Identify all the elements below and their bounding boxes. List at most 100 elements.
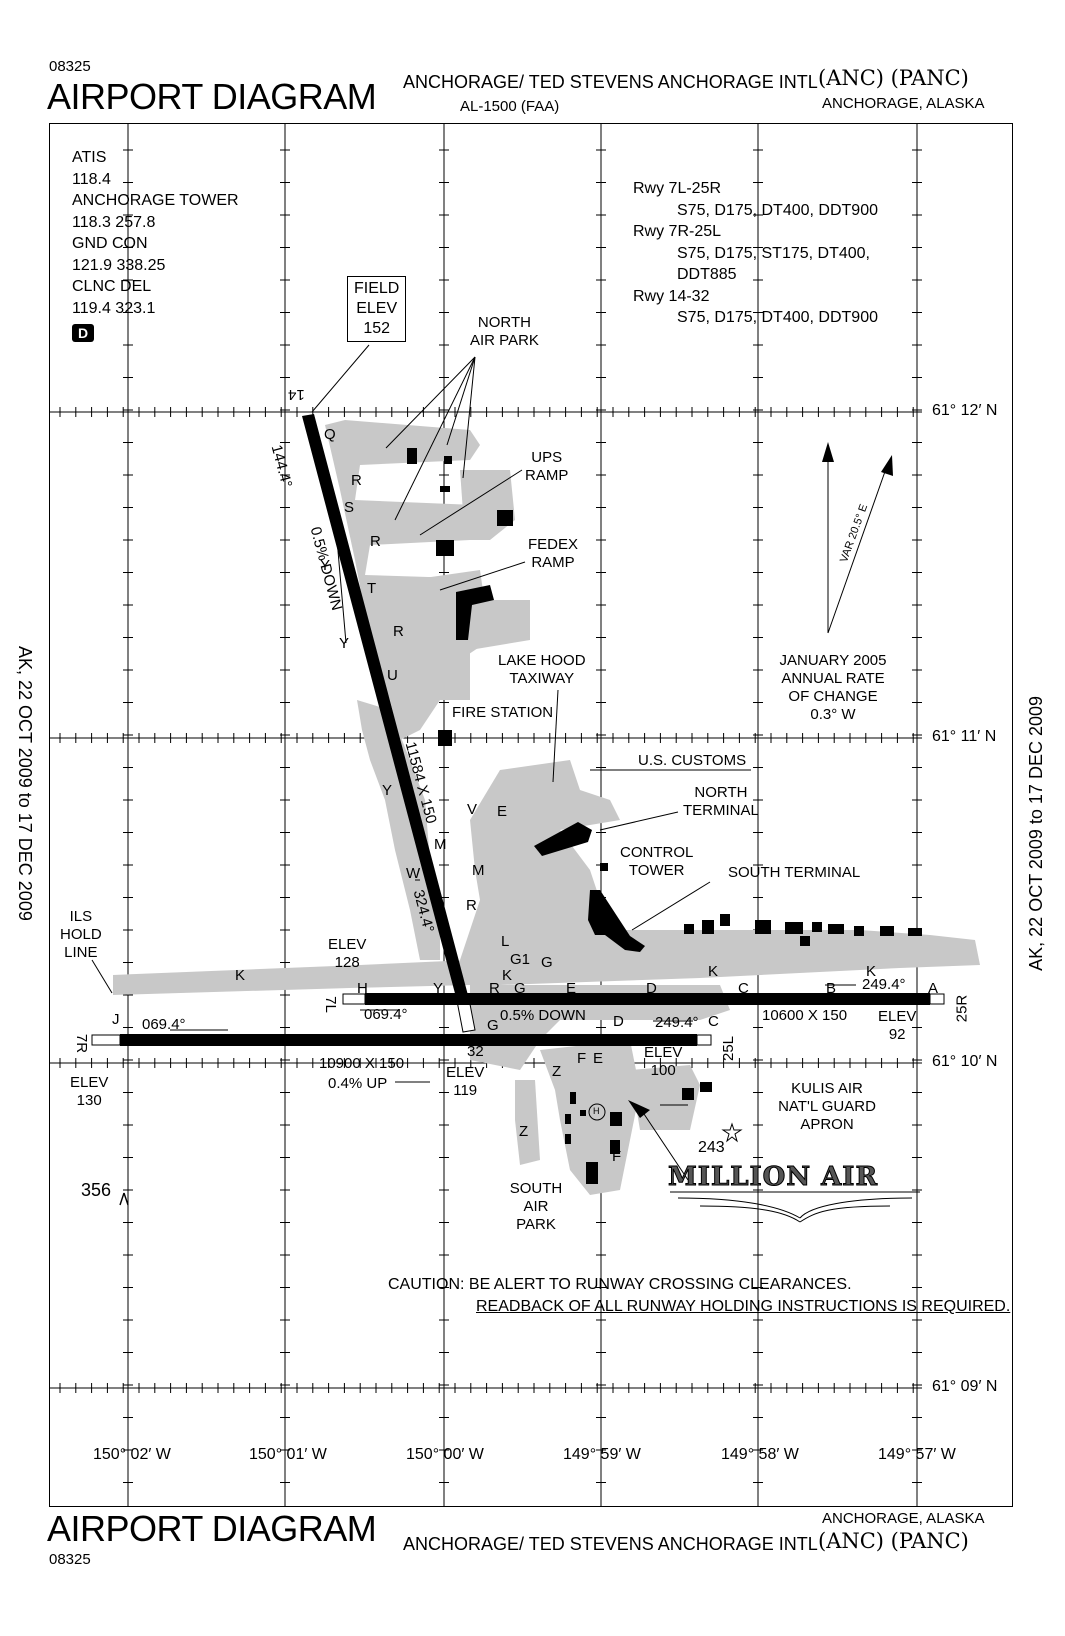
fire-station-label: FIRE STATION — [452, 704, 554, 721]
obstacle-243-symbol — [721, 1122, 743, 1143]
runway-7l-25r — [365, 993, 930, 1005]
fedex-ramp-l1: FEDEX — [528, 536, 579, 553]
arrowheads — [628, 442, 893, 1118]
taxiway-z: Z — [552, 1063, 562, 1080]
lat-61-11: 61° 11′ N — [932, 728, 997, 745]
kulis-l3: APRON — [800, 1116, 854, 1133]
taxiway-y: Y — [433, 980, 444, 997]
north-terminal-l1: NORTH — [694, 784, 748, 801]
runway-14-32 — [302, 414, 469, 1001]
rwy-7l-label: 7L — [321, 996, 339, 1013]
elev-130-l2: 130 — [76, 1092, 102, 1109]
taxiway-d: D — [613, 1013, 624, 1030]
ups-ramp-l1: UPS — [531, 449, 563, 466]
obstacle-356-label: 356 — [81, 1180, 112, 1200]
taxiway-l: L — [501, 933, 510, 950]
airport-ids-top: (ANC) (PANC) — [818, 66, 969, 90]
rwy-7r-label: 7R — [73, 1033, 91, 1054]
elev-92-l2: 92 — [888, 1026, 906, 1043]
heliport-h-icon: H — [593, 1106, 600, 1116]
taxiway-r: R — [351, 472, 362, 489]
ils-hold-l3: LINE — [64, 944, 98, 961]
north-terminal-l2: TERMINAL — [683, 802, 759, 819]
taxiway-r: R — [466, 897, 477, 914]
runway-7l-overrun — [342, 993, 366, 1005]
taxiway-e: E — [593, 1050, 604, 1067]
rwy1-vals: S75, D175, DT400, DDT900 — [677, 201, 878, 219]
elev-128-label: ELEV 128 — [328, 936, 366, 972]
taxiway-r: R — [393, 623, 404, 640]
runway-25r-overrun — [929, 993, 945, 1005]
buildings — [407, 448, 922, 1184]
taxiway-g1: G1 — [510, 951, 531, 968]
rwy-7r-heading: 069.4° — [142, 1016, 186, 1033]
taxiway-g: G — [541, 954, 553, 971]
taxiway-y: Y — [382, 782, 393, 799]
taxiway-f: F — [612, 1148, 622, 1165]
d-atis-badge-icon: D — [72, 324, 94, 342]
heliport-symbol — [588, 1103, 606, 1121]
lon-149-57: 149° 57′ W — [878, 1446, 956, 1463]
annual-rate-l1: JANUARY 2005 — [779, 652, 887, 669]
elev-119-label: ELEV 119 — [446, 1064, 484, 1100]
field-elev-l2: ELEV — [356, 300, 398, 317]
airport-ids-bottom: (ANC) (PANC) — [818, 1529, 969, 1553]
south-air-park-label: SOUTH AIR PARK — [508, 1180, 564, 1234]
apron-areas — [113, 420, 980, 1195]
ils-hold-line-label: ILS HOLD LINE — [60, 908, 102, 962]
rwy-7r-slope: 0.4% UP — [328, 1075, 388, 1092]
field-elev-value: 152 — [363, 320, 391, 337]
elev-119-l1: ELEV — [446, 1064, 485, 1081]
field-elev-l1: FIELD — [354, 280, 400, 297]
ils-hold-l2: HOLD — [60, 926, 102, 943]
gnd-freq: 121.9 338.25 — [72, 256, 166, 274]
lon-150-02: 150° 02′ W — [93, 1446, 171, 1463]
south-air-park-l1: SOUTH — [509, 1180, 563, 1197]
fedex-ramp-label: FEDEX RAMP — [528, 536, 578, 572]
taxiway-u: U — [387, 667, 398, 684]
elev-119-l2: 119 — [453, 1082, 478, 1099]
taxiway-m: M — [434, 836, 447, 853]
chart-code-bottom: 08325 — [49, 1551, 91, 1568]
taxiway-s: S — [344, 499, 355, 516]
taxiway-k: K — [708, 963, 719, 980]
page-title-bottom: AIRPORT DIAGRAM — [47, 1508, 377, 1549]
taxiway-c: C — [708, 1013, 719, 1030]
control-tower-l2: TOWER — [628, 862, 685, 879]
taxiway-k: K — [235, 967, 246, 984]
taxiway-e: E — [566, 980, 577, 997]
taxiway-r: R — [489, 980, 500, 997]
taxiway-q: Q — [324, 426, 336, 443]
city-top: ANCHORAGE, ALASKA — [822, 95, 985, 112]
elev-100-l2: 100 — [650, 1062, 676, 1079]
north-air-park-l1: NORTH — [477, 314, 531, 331]
tower-label: ANCHORAGE TOWER — [72, 192, 239, 209]
fedex-ramp-l2: RAMP — [531, 554, 575, 571]
rwy-25r-heading: 249.4° — [862, 976, 906, 993]
comms-block: ATIS 118.4 ANCHORAGE TOWER 118.3 257.8 G… — [72, 147, 239, 345]
rwy-32-label: 32 — [467, 1043, 484, 1060]
chart-code-top: 08325 — [49, 58, 91, 75]
caution-line-2: READBACK OF ALL RUNWAY HOLDING INSTRUCTI… — [476, 1298, 1011, 1315]
rwy2-vals: S75, D175, ST175, DT400, — [677, 244, 870, 262]
rwy-7l-25r-dimensions: 10600 X 150 — [762, 1007, 848, 1024]
rwy-25l-label: 25L — [720, 1035, 738, 1062]
elev-100-label: ELEV 100 — [644, 1044, 682, 1080]
control-tower-l1: CONTROL — [620, 844, 694, 861]
atis-freq: 118.4 — [72, 170, 111, 188]
date-strip-left: AK, 22 OCT 2009 to 17 DEC 2009 — [15, 646, 35, 921]
elev-92-l1: ELEV — [878, 1008, 917, 1025]
taxiway-d: D — [646, 980, 657, 997]
south-terminal-label: SOUTH TERMINAL — [728, 864, 861, 881]
elev-92-label: ELEV 92 — [878, 1008, 916, 1044]
control-tower-label: CONTROL TOWER — [620, 844, 693, 880]
kulis-apron-label: KULIS AIR NAT'L GUARD APRON — [772, 1080, 882, 1134]
lat-61-09: 61° 09′ N — [932, 1378, 998, 1395]
gnd-label: GND CON — [72, 235, 148, 252]
rwy-7l-heading: 069.4° — [364, 1006, 408, 1023]
annual-rate-l2: ANNUAL RATE — [781, 670, 885, 687]
faa-ref: AL-1500 (FAA) — [460, 98, 560, 115]
rwy-7l-slope: 0.5% DOWN — [500, 1007, 586, 1024]
field-elevation-box: FIELD ELEV 152 — [347, 276, 407, 342]
